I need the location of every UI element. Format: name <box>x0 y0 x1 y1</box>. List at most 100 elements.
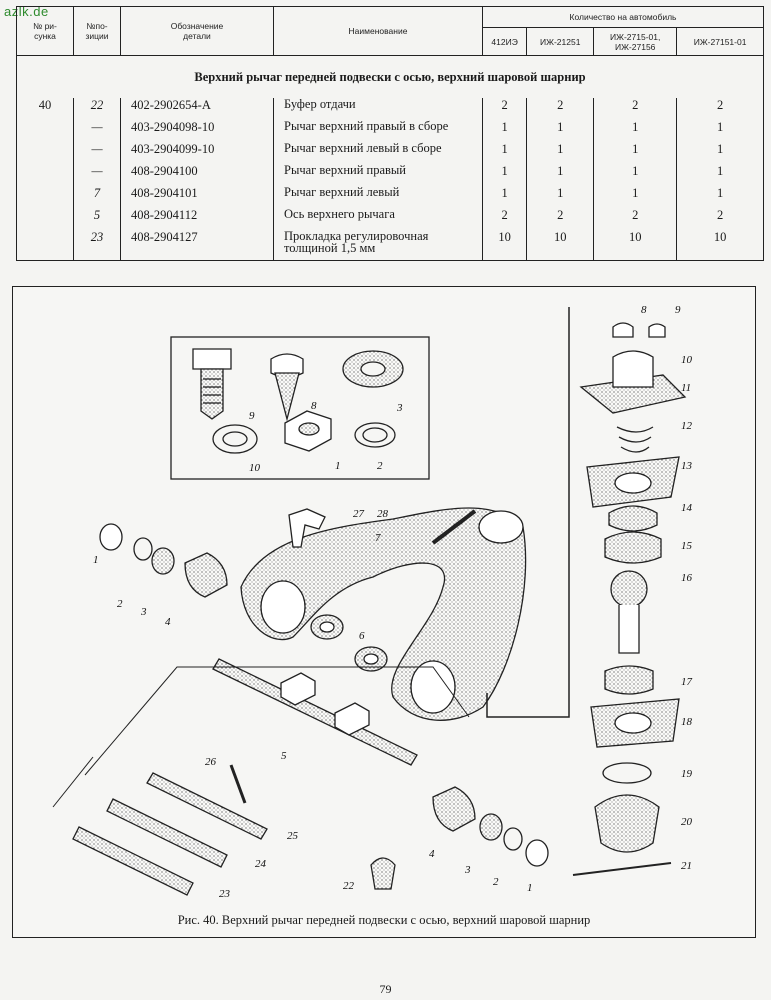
cell-qty: 2 <box>481 208 528 230</box>
cell-pos: 22 <box>73 98 121 120</box>
cell-designation: 403-2904099-10 <box>120 142 274 164</box>
cell-qty: 10 <box>481 230 528 261</box>
cell-designation: 408-2904112 <box>120 208 274 230</box>
callout-label: 14 <box>681 502 693 514</box>
ball-joint-column <box>572 322 687 876</box>
cell-designation: 408-2904100 <box>120 164 274 186</box>
cell-qty: 10 <box>593 230 678 261</box>
cell-fig <box>16 120 74 142</box>
callout-label: 1 <box>527 882 533 894</box>
cell-qty: 10 <box>526 230 595 261</box>
arm-shaft <box>212 658 418 766</box>
arm-bushing-left <box>260 580 306 634</box>
callout-label: 9 <box>675 304 681 316</box>
cell-qty: 1 <box>593 164 678 186</box>
callout-label: 18 <box>681 716 693 728</box>
callout-label: 20 <box>681 816 693 828</box>
cell-fig <box>16 142 74 164</box>
cell-qty: 1 <box>593 120 678 142</box>
arm-bushing-right <box>410 660 456 714</box>
cell-pos: — <box>73 120 121 142</box>
parts-table: № ри- сунка №по- зиции Обозначение детал… <box>16 6 764 261</box>
callout-label: 23 <box>219 888 231 900</box>
callout-label: 9 <box>249 410 255 422</box>
callout-label: 2 <box>493 876 499 888</box>
screw-icon <box>270 353 304 422</box>
callout-label: 2 <box>377 460 383 472</box>
cell-qty: 1 <box>526 142 595 164</box>
callout-label: 19 <box>681 768 693 780</box>
section-title: Верхний рычаг передней подвески с осью, … <box>16 55 764 98</box>
cell-pos: 23 <box>73 230 121 261</box>
cell-fig <box>16 230 74 261</box>
table-row: 7 408-2904101 Рычаг верхний левый 1 1 1 … <box>16 186 764 208</box>
callout-label: 1 <box>335 460 341 472</box>
cell-qty: 2 <box>676 98 764 120</box>
cell-name: Прокладка регулировочная толщиной 1,5 мм <box>273 230 483 261</box>
table-row: — 403-2904098-10 Рычаг верхний правый в … <box>16 120 764 142</box>
callout-label: 15 <box>681 540 693 552</box>
shim-24 <box>106 798 228 868</box>
table-row: 5 408-2904112 Ось верхнего рычага 2 2 2 … <box>16 208 764 230</box>
washer-icon <box>342 350 404 388</box>
callout-label: 24 <box>255 858 267 870</box>
cell-designation: 403-2904098-10 <box>120 120 274 142</box>
cell-name: Рычаг верхний правый в сборе <box>273 120 483 142</box>
callout-labels: 9 8 3 10 1 2 1 2 3 4 5 6 7 27 28 4 3 2 1… <box>93 304 693 900</box>
cell-qty: 2 <box>676 208 764 230</box>
exploded-view-figure: 9 8 3 10 1 2 1 2 3 4 5 6 7 27 28 4 3 2 1… <box>12 286 756 938</box>
cell-qty: 1 <box>593 142 678 164</box>
header-designation: Обозначение детали <box>120 6 274 56</box>
callout-label: 3 <box>140 606 147 618</box>
cell-fig: 40 <box>16 98 74 120</box>
bolt-28 <box>431 509 477 545</box>
bushing-right <box>432 786 476 832</box>
callout-label: 4 <box>429 848 435 860</box>
callout-label: 7 <box>375 532 381 544</box>
cell-qty: 2 <box>593 208 678 230</box>
cell-qty: 1 <box>481 164 528 186</box>
cell-name: Рычаг верхний левый в сборе <box>273 142 483 164</box>
cell-qty: 2 <box>481 98 528 120</box>
cell-qty: 2 <box>526 98 595 120</box>
cell-qty: 1 <box>676 142 764 164</box>
callout-label: 4 <box>165 616 171 628</box>
callout-label: 3 <box>396 402 403 414</box>
header-pos: №по- зиции <box>73 6 121 56</box>
cell-fig <box>16 186 74 208</box>
callout-label: 16 <box>681 572 693 584</box>
upper-arm <box>240 507 527 721</box>
page-number: 79 <box>379 982 392 996</box>
callout-label: 10 <box>249 462 261 474</box>
callout-label: 13 <box>681 460 693 472</box>
cell-fig <box>16 164 74 186</box>
bracket-27 <box>288 508 326 548</box>
header-fig: № ри- сунка <box>16 6 74 56</box>
spring-washer-icon <box>212 424 258 454</box>
callout-label: 27 <box>353 508 365 520</box>
header-qty-group: Количество на автомобиль <box>482 6 764 28</box>
cell-name: Рычаг верхний левый <box>273 186 483 208</box>
header-model: 412ИЭ <box>481 27 528 56</box>
table-row: 23 408-2904127 Прокладка регулировочная … <box>16 230 764 261</box>
callout-label: 12 <box>681 420 693 432</box>
callout-label: 26 <box>205 756 217 768</box>
callout-label: 3 <box>464 864 471 876</box>
cell-designation: 402-2902654-А <box>120 98 274 120</box>
cell-name: Буфер отдачи <box>273 98 483 120</box>
shim-23 <box>72 826 194 896</box>
header-model: ИЖ-21251 <box>526 27 595 56</box>
callout-label: 8 <box>641 304 647 316</box>
nut-icon <box>284 410 332 452</box>
cell-qty: 2 <box>593 98 678 120</box>
cell-qty: 1 <box>481 120 528 142</box>
callout-label: 25 <box>287 830 299 842</box>
cell-name: Рычаг верхний правый <box>273 164 483 186</box>
bushing-left <box>184 552 228 598</box>
cell-qty: 1 <box>481 186 528 208</box>
callout-label: 11 <box>681 382 691 394</box>
cell-qty: 10 <box>676 230 764 261</box>
callout-label: 22 <box>343 880 355 892</box>
suspension-drawing: 9 8 3 10 1 2 1 2 3 4 5 6 7 27 28 4 3 2 1… <box>52 304 693 900</box>
cell-qty: 1 <box>481 142 528 164</box>
